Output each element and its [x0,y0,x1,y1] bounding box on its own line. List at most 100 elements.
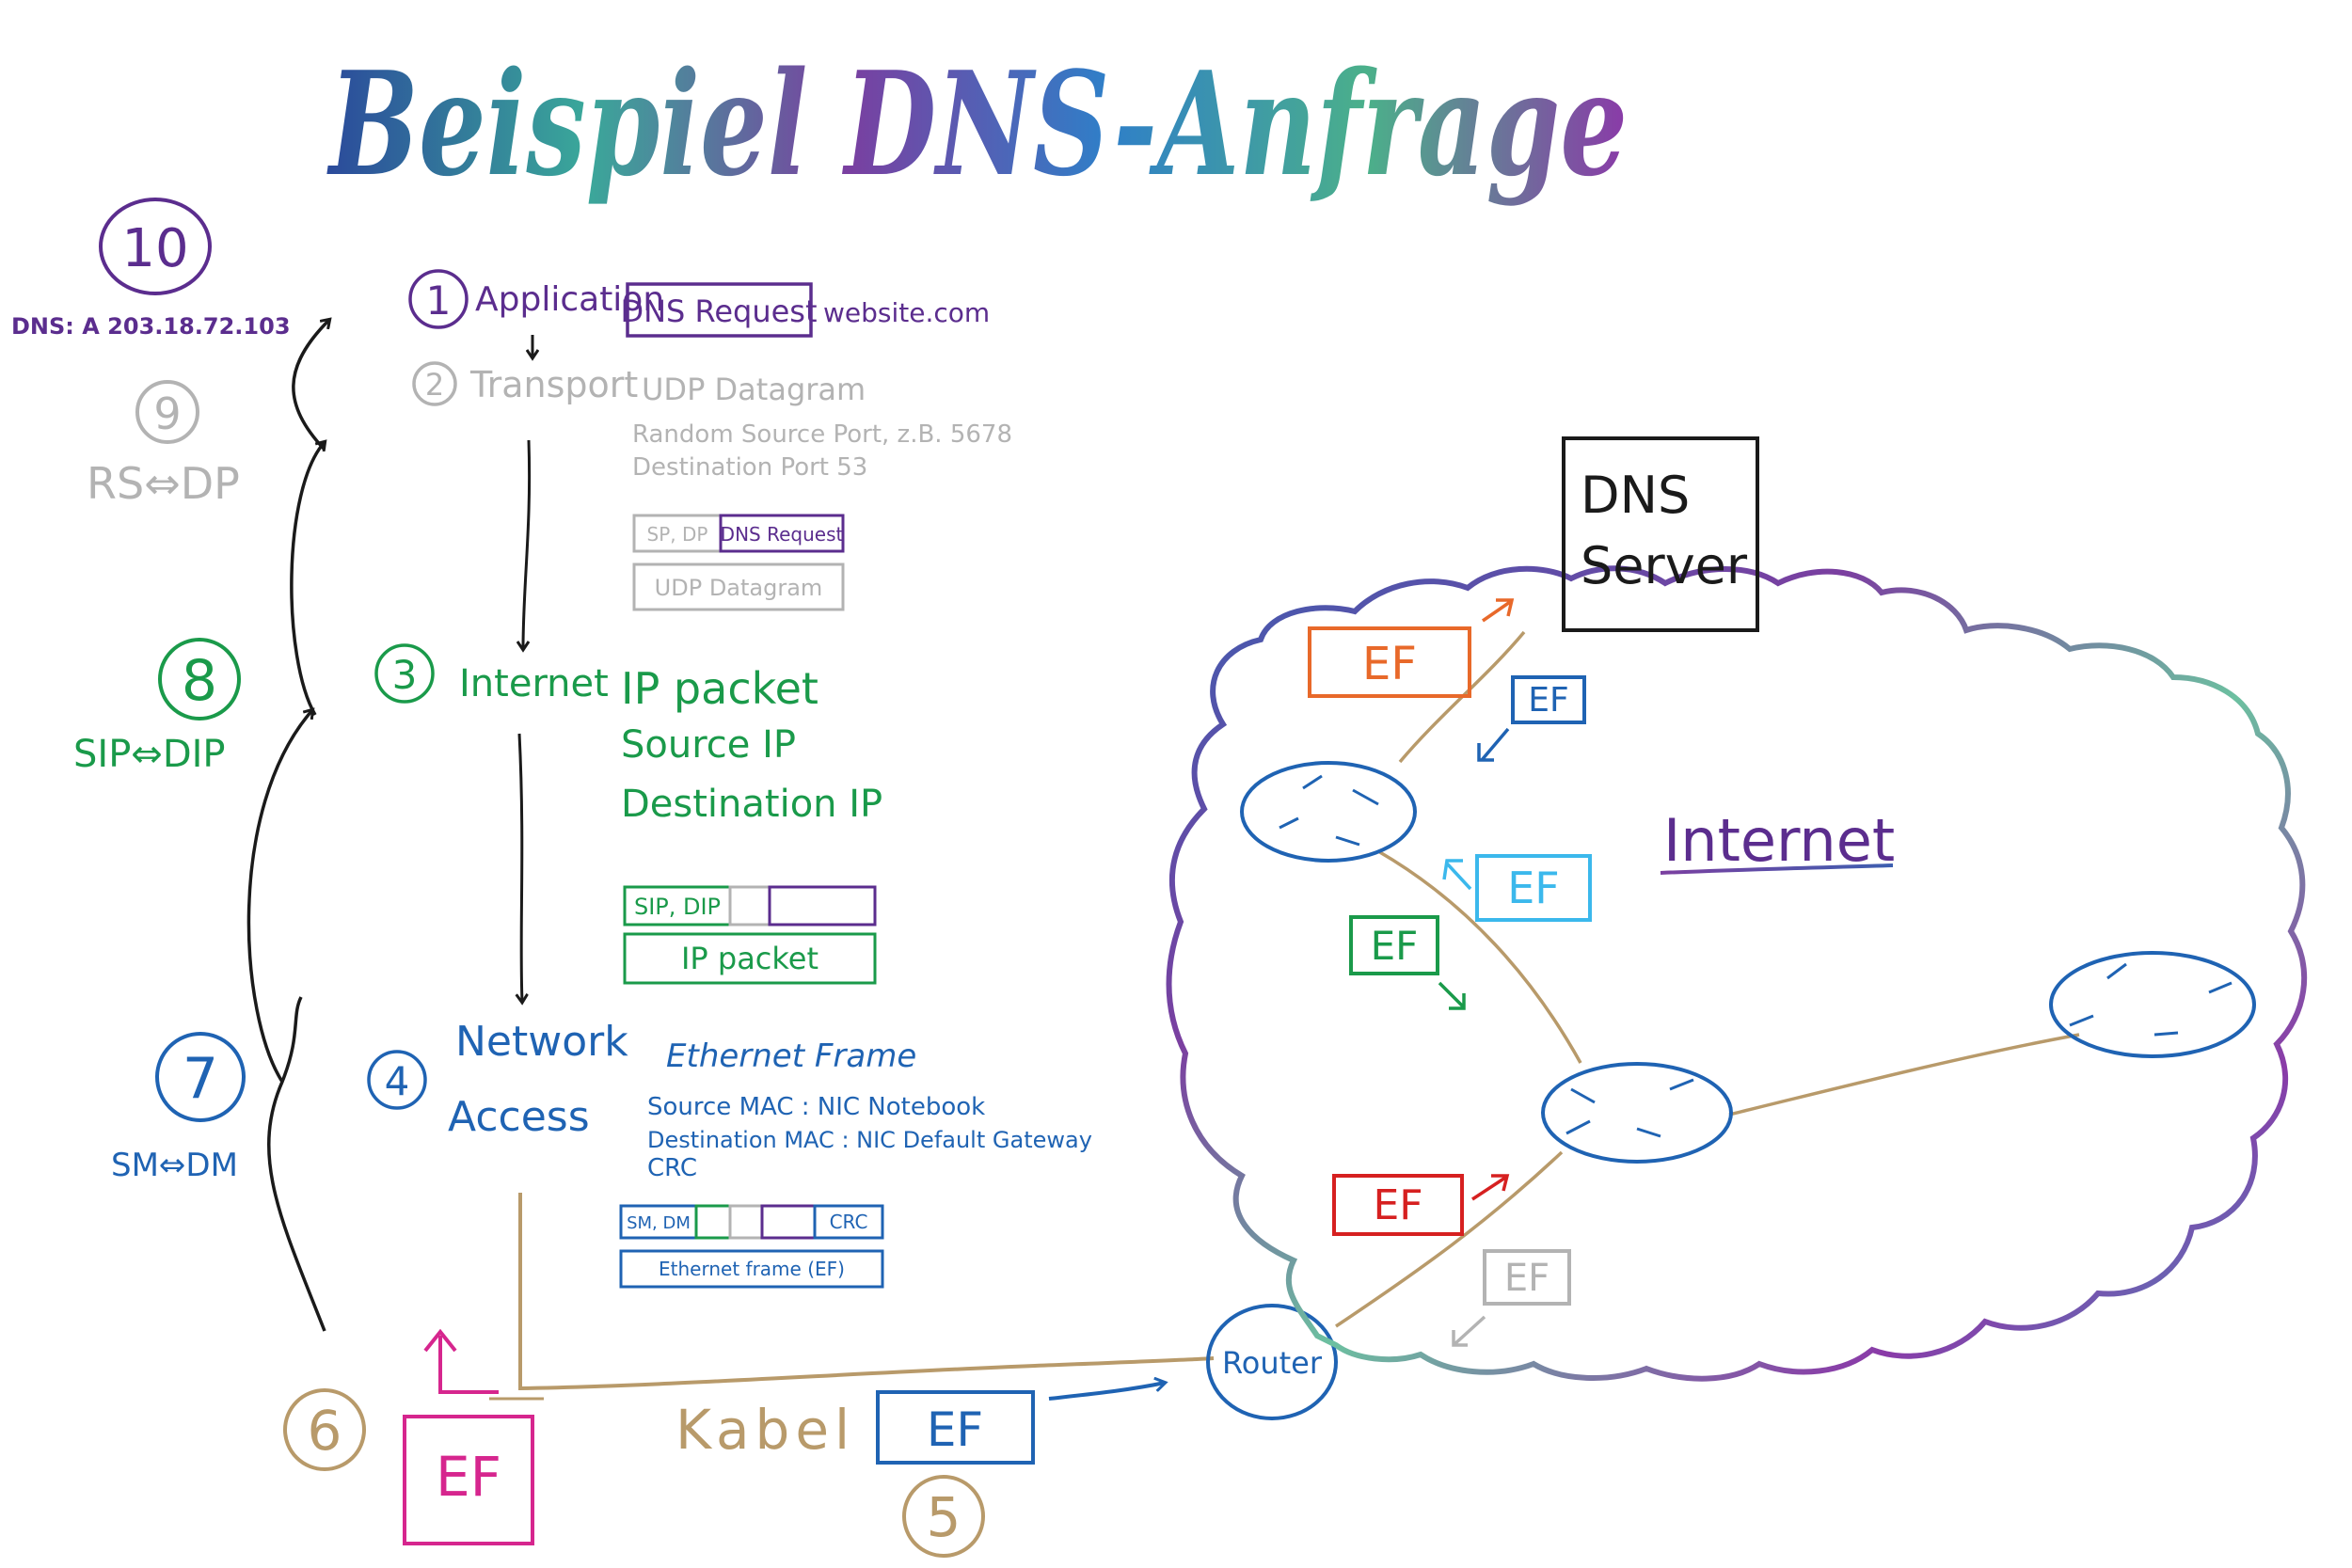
ip-enc-frame-label: IP packet [681,941,818,976]
internet-cloud-label: Internet [1663,806,1895,875]
ip-packet-title: IP packet [621,663,818,714]
step-10-circle [99,198,212,295]
ef-box-blue [1511,675,1586,724]
ef-box-step6-label: EF [436,1445,501,1509]
ef-box-cyan [1475,854,1592,922]
ef-green-arrow [1438,981,1466,1010]
step-3-circle [374,643,435,704]
cloud-router-2-body [1541,1062,1733,1164]
ip-bullet-destination: Destination IP [621,783,882,826]
layer-network-line1: Network [455,1018,628,1066]
domain-label: website.com [823,297,990,328]
step-9-circle [135,380,199,444]
udp-datagram-title: UDP Datagram [642,372,866,407]
step-4-label: 4 [385,1058,410,1104]
ip-enc-dns-payload [768,885,877,927]
ethernet-frame-title: Ethernet Frame [666,1037,916,1075]
dns-answer: DNS: A 203.18.72.103 [11,313,291,340]
udp-enc-payload-label: DNS Request [721,523,844,546]
ef-cyan-arrow [1442,859,1472,891]
dns-server-label-line2: Server [1581,536,1748,595]
cable-label: Kabel [675,1398,855,1462]
cloud-router-3 [2049,951,2256,1058]
eth-enc-dns-payload [760,1204,817,1240]
arrow-ef-up-head [423,1328,457,1353]
page-title: Beispiel DNS-Anfrage [326,40,1628,208]
internet-underline [1660,863,1894,875]
ip-enc-header-label: SIP, DIP [634,894,721,920]
step-7-circle [155,1032,246,1122]
step-2-circle [412,361,457,406]
cable-line [518,1193,1215,1391]
step-9-label: 9 [153,388,181,439]
ef-box-step6 [403,1415,534,1545]
layer-application: Application [475,280,664,319]
ef-box-blue-label: EF [1528,681,1568,720]
ef-orange-arrow [1482,598,1515,623]
ef-box-gray-label: EF [1504,1257,1549,1300]
step-10-label: 10 [121,218,188,279]
ef-box-gray [1483,1249,1571,1306]
step-6-label: 6 [308,1399,342,1463]
arrow-internet-to-network [519,733,522,1002]
arrow-ef-up-to-layer4 [438,1336,499,1394]
cloud-router-3-arrows [2069,962,2233,1037]
return-path-line [267,996,326,1332]
udp-bullet-destination-port: Destination Port 53 [632,453,867,482]
eth-enc-ip-header [694,1204,732,1240]
return-arrow-7 [246,710,312,1083]
ef-box-step5-label: EF [927,1402,983,1457]
dns-server-label-line1: DNS [1581,466,1690,525]
router [1206,1304,1338,1420]
layer-network-line2: Access [448,1093,590,1141]
ef-box-cyan-label: EF [1507,863,1560,913]
cloud-router-2-arrows [1565,1078,1694,1138]
ef-red-arrow [1471,1174,1510,1201]
cloud-router-2 [1541,1062,1733,1164]
eth-bullet-destination-mac: Destination MAC : NIC Default Gateway [647,1127,1092,1153]
step-1-circle [408,269,469,329]
arrow-to-router [1048,1383,1165,1401]
ef-box-red-label: EF [1373,1181,1422,1229]
return-arrow-9 [292,320,329,451]
cloud-router-1-arrows [1279,774,1379,847]
step-8-circle [158,638,241,721]
step-1-label: 1 [426,277,452,324]
dns-server-box [1562,436,1759,632]
eth-enc-header-label: SM, DM [627,1213,691,1233]
cloud-router-1-body [1240,761,1417,863]
link-router-to-r2 [1335,1150,1564,1328]
ef-box-orange [1308,626,1471,698]
layer-internet: Internet [459,662,609,705]
dns-request-label: DNS Request [620,293,817,329]
cloud-router-1 [1240,761,1417,863]
ef-box-green [1349,915,1439,975]
ef-box-green-label: EF [1371,923,1419,969]
udp-bullet-source-port: Random Source Port, z.B. 5678 [632,420,1012,449]
ef-box-orange-label: EF [1362,638,1417,690]
eth-enc-frame-label: Ethernet frame (EF) [659,1258,845,1280]
return-path [246,320,329,1332]
link-r2-to-r3 [1728,1033,2080,1117]
step-7-label: 7 [183,1046,218,1112]
swap-ports: RS⇔DP [87,458,240,509]
router-label: Router [1222,1345,1323,1381]
step-8-label: 8 [182,648,217,714]
step-6-circle [283,1388,366,1471]
link-r1-to-r2 [1377,849,1582,1064]
layer-transport: Transport [469,364,638,405]
udp-enc-frame [632,562,845,611]
return-arrow-8 [290,442,325,716]
swap-ips: SIP⇔DIP [73,733,226,776]
ef-gray-arrow [1452,1315,1486,1347]
ef-blue-arrow [1477,727,1510,762]
eth-enc-udp-header [728,1204,764,1240]
udp-enc-header-label: SP, DP [647,523,708,546]
internet-cloud [1166,565,2308,1382]
ip-enc-frame [623,932,877,985]
step-5-label: 5 [927,1485,961,1549]
eth-enc-crc [813,1204,884,1240]
eth-enc-crc-label: CRC [830,1211,868,1233]
ef-box-step5 [876,1390,1035,1465]
